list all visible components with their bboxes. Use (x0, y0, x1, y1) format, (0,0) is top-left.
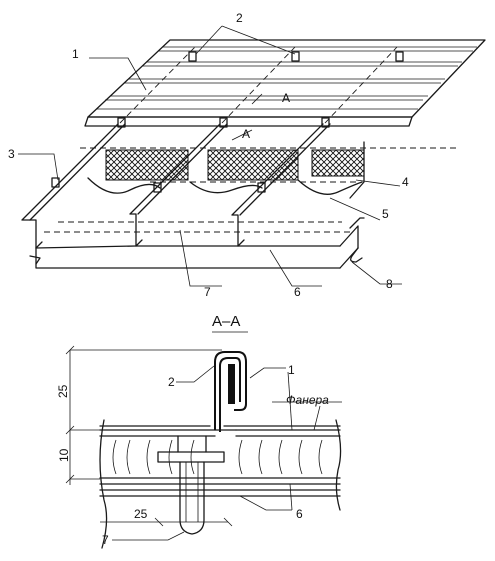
label-4: 4 (402, 175, 409, 189)
vapor-barrier (349, 141, 365, 199)
purlins (21, 123, 341, 249)
hidden-rafters (44, 46, 460, 233)
label-6: 6 (294, 285, 301, 299)
corrugated-sheathing (84, 39, 486, 127)
label-7: 7 (204, 285, 211, 299)
label-3: 3 (8, 147, 15, 161)
section-title: А–А (212, 313, 240, 330)
section-label-6: 6 (296, 507, 303, 521)
material-label: Фанера (286, 393, 329, 407)
section-label-1: 1 (288, 363, 295, 377)
section-label-7: 7 (102, 533, 109, 547)
standing-seam-clip (99, 351, 341, 432)
section-label-2: 2 (168, 375, 175, 389)
section-leaders (112, 365, 342, 541)
dim-25-top: 25 (56, 384, 70, 398)
plywood-panel (99, 419, 342, 549)
section-a-a: А–А 25 10 25 (56, 313, 342, 549)
roof-isometric-view: 1 2 3 4 5 6 7 8 A A (8, 11, 486, 299)
bottom-beam (29, 217, 365, 269)
label-8: 8 (386, 277, 393, 291)
dim-10: 10 (57, 448, 71, 462)
insulation-blocks (87, 149, 365, 195)
label-5: 5 (382, 207, 389, 221)
dimension-lines (65, 345, 233, 527)
cut-mark-a-upper: A (282, 91, 290, 105)
fastener (157, 435, 225, 535)
label-1: 1 (72, 47, 79, 61)
dim-25-bottom: 25 (134, 507, 148, 521)
leader-lines (18, 25, 402, 287)
cut-mark-a-lower: A (242, 127, 250, 141)
label-2: 2 (236, 11, 243, 25)
